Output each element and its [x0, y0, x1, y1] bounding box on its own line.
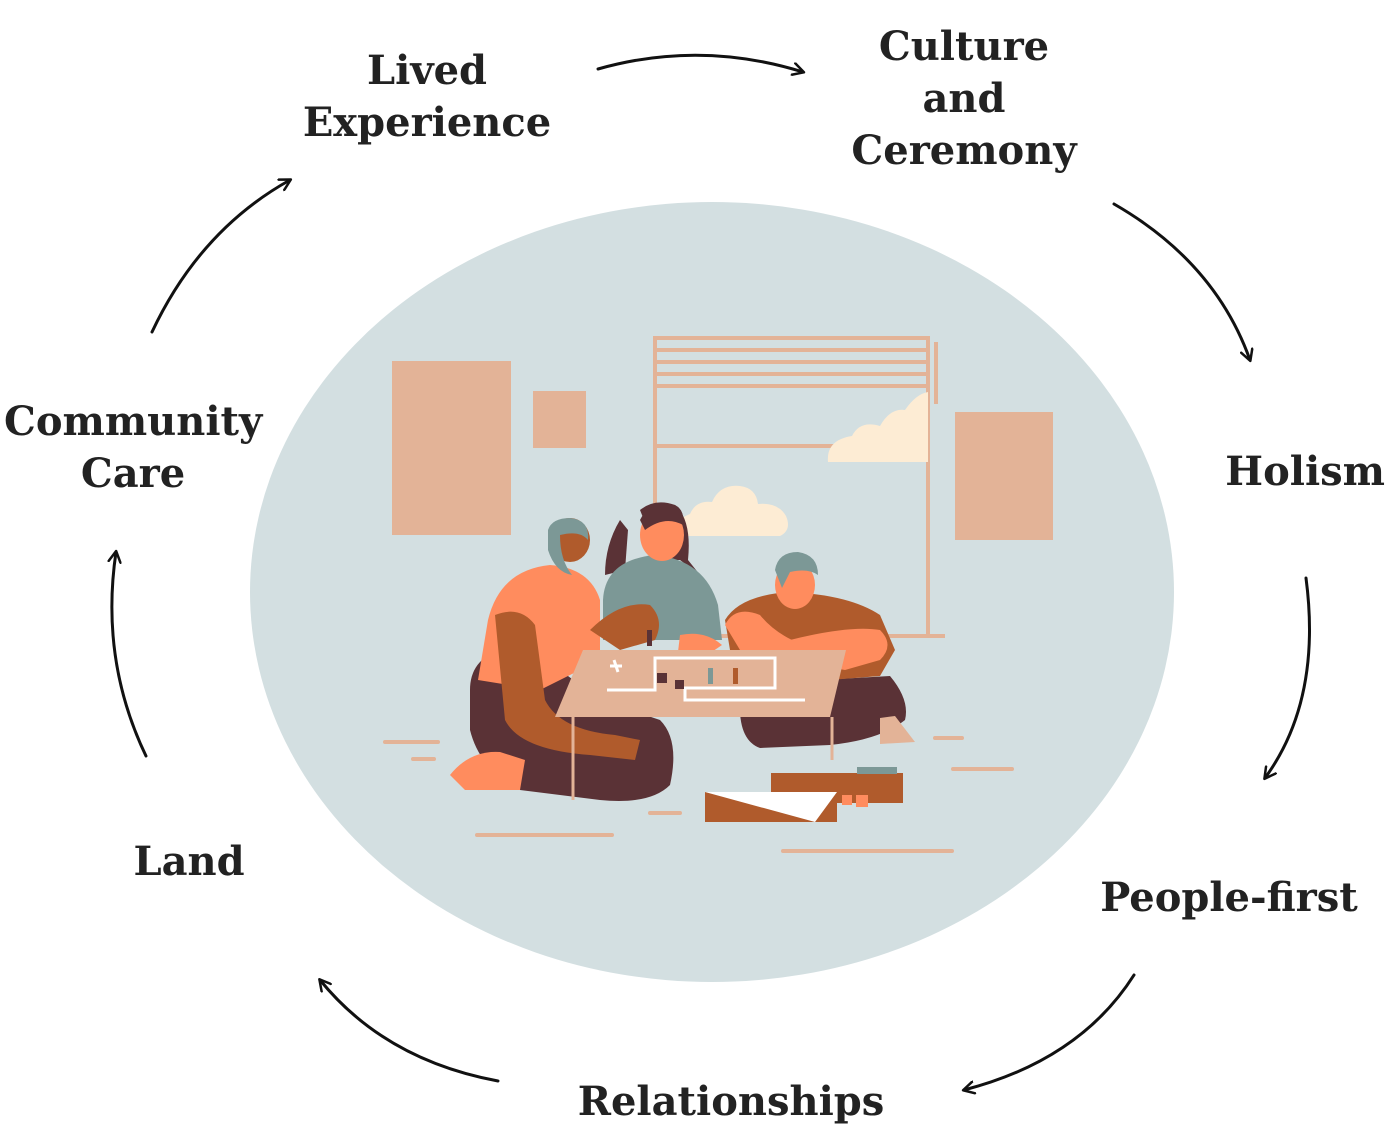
node-culture-ceremony-line-3: Ceremony [851, 127, 1077, 174]
node-culture-ceremony: Culture and Ceremony [829, 21, 1099, 177]
arrow-relationships-to-land [320, 980, 500, 1083]
node-lived-experience-line-2: Experience [302, 99, 552, 146]
node-people-first: People-first [1085, 872, 1373, 924]
node-relationships: Relationships [570, 1076, 892, 1128]
floor-lines [383, 736, 1014, 853]
node-holism: Holism [1225, 446, 1385, 498]
node-relationships-line-1: Relationships [577, 1078, 885, 1125]
node-community-care: Community Care [4, 396, 262, 500]
node-community-care-line-2: Care [80, 450, 186, 497]
node-holism-line-1: Holism [1225, 448, 1385, 495]
cloud-right [827, 392, 928, 462]
cloud-left [676, 485, 788, 536]
node-lived-experience-line-1: Lived [367, 47, 487, 94]
wall-frame-right [955, 412, 1053, 540]
wall-frame-large [392, 361, 511, 535]
node-culture-ceremony-line-2: and [922, 75, 1006, 122]
wall-frame-small [533, 391, 586, 448]
node-land: Land [119, 836, 259, 888]
arrow-lived-to-culture [596, 53, 803, 72]
node-land-line-1: Land [133, 838, 245, 885]
arrow-land-to-community [112, 552, 148, 758]
node-people-first-line-1: People-first [1100, 874, 1358, 921]
game-boxes [705, 767, 903, 822]
node-culture-ceremony-line-1: Culture [878, 23, 1050, 70]
arrow-culture-to-holism [1112, 202, 1250, 360]
arrow-people-to-relationships [964, 973, 1136, 1090]
arrow-community-to-lived [150, 180, 290, 334]
node-lived-experience: Lived Experience [292, 45, 562, 149]
arrow-holism-to-people [1265, 576, 1311, 778]
node-community-care-line-1: Community [4, 398, 263, 445]
game-table [555, 630, 846, 800]
